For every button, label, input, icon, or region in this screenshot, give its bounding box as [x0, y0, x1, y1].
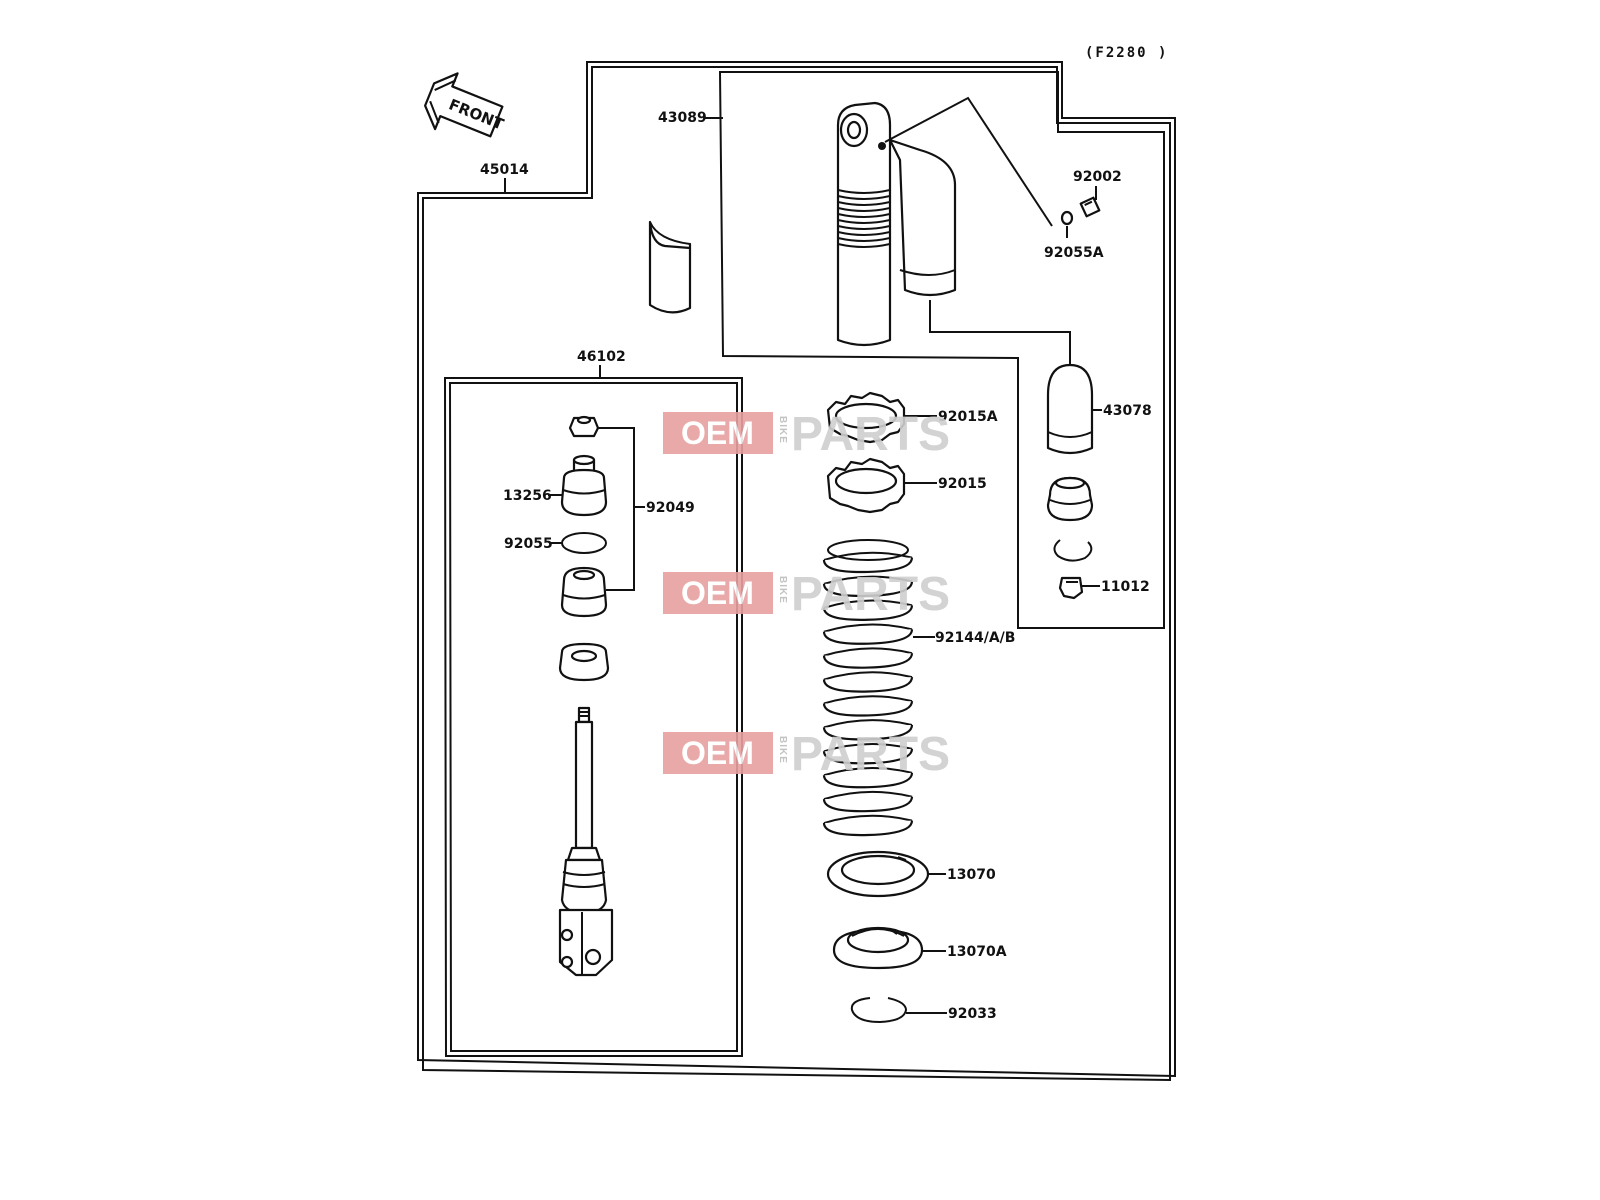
spring-seat-13070a-part	[832, 926, 924, 970]
piston-group-box	[443, 377, 743, 1057]
label-13070: 13070	[947, 867, 996, 883]
coil-spring-part	[822, 539, 914, 837]
watermark-bike: BIKE	[777, 736, 788, 764]
label-92033: 92033	[948, 1006, 997, 1022]
watermark-oem: OEM	[681, 735, 754, 771]
label-45014: 45014	[480, 162, 529, 178]
label-92049: 92049	[646, 500, 695, 516]
hose-line	[929, 300, 1071, 365]
label-92015a: 92015A	[938, 409, 998, 425]
watermark-parts: PARTS	[791, 728, 950, 781]
reservoir-cap-part	[1046, 476, 1094, 522]
watermark-parts: PARTS	[791, 568, 950, 621]
lock-nut-92015-part	[826, 457, 906, 514]
label-13070a: 13070A	[947, 944, 1007, 960]
label-43078: 43078	[1103, 403, 1152, 419]
bump-stop-part	[558, 642, 610, 682]
protector-sheet-part	[648, 220, 692, 314]
diagram-code: (F2280 )	[1085, 45, 1168, 61]
watermark-bike: BIKE	[777, 416, 788, 444]
watermark: OEM PARTS OEM PARTS OEM PARTS BIKE BIKE …	[663, 408, 950, 781]
label-92144: 92144/A/B	[935, 630, 1015, 646]
label-92015: 92015	[938, 476, 987, 492]
label-43089: 43089	[658, 110, 707, 126]
piston-rod-part	[558, 706, 614, 977]
label-92055: 92055	[504, 536, 553, 552]
label-92002: 92002	[1073, 169, 1122, 185]
plug-11012-part	[1058, 576, 1084, 600]
nut-part	[568, 415, 600, 438]
watermark-oem: OEM	[681, 575, 754, 611]
snap-ring-part	[1053, 539, 1093, 562]
cap-13256-part	[560, 454, 608, 517]
bracket-92049	[598, 427, 635, 591]
circlip-92033-part	[850, 997, 908, 1024]
leader-valve	[884, 96, 1053, 227]
watermark-parts: PARTS	[791, 408, 950, 461]
seal-part	[560, 566, 608, 618]
shock-body-part	[836, 101, 957, 347]
label-13256: 13256	[503, 488, 552, 504]
watermark-bike: BIKE	[777, 576, 788, 604]
oring-92055-part	[561, 532, 607, 554]
air-valve-part	[1079, 196, 1101, 218]
adjuster-nut-92015a-part	[826, 391, 906, 444]
label-46102: 46102	[577, 349, 626, 365]
reservoir-group-box	[718, 71, 1165, 629]
watermark-oem: OEM	[681, 415, 754, 451]
bladder-43078-part	[1046, 363, 1094, 455]
front-arrow-icon: FRONT	[424, 72, 507, 138]
label-11012: 11012	[1101, 579, 1150, 595]
label-92055a: 92055A	[1044, 245, 1104, 261]
spring-seat-13070-part	[826, 850, 930, 898]
washer-92055a-part	[1060, 210, 1074, 226]
